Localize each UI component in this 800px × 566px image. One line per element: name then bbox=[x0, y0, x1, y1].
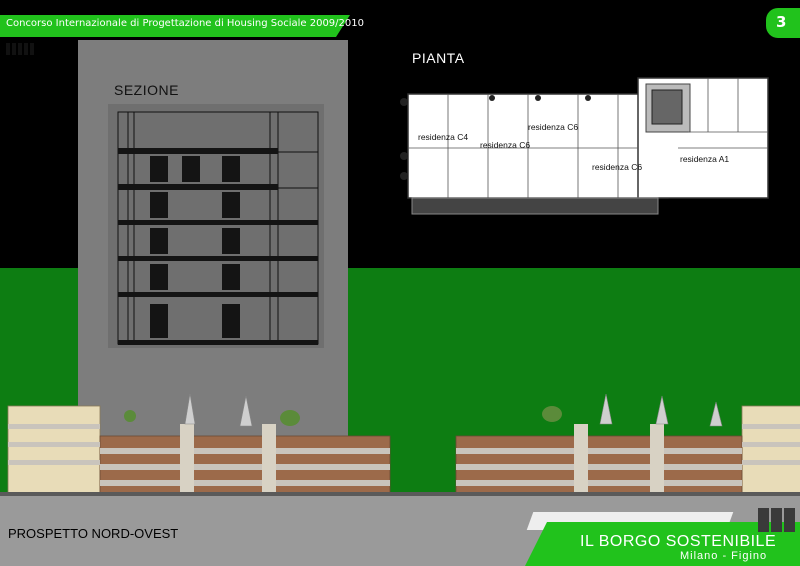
page-tab bbox=[766, 8, 800, 38]
decorative-bars-icon bbox=[6, 40, 36, 59]
decorative-bars-icon bbox=[758, 508, 797, 536]
plan-unit-label: residenza C4 bbox=[418, 132, 469, 142]
elevation-title: PROSPETTO NORD-OVEST bbox=[8, 526, 179, 541]
elevation-drawing bbox=[0, 393, 800, 496]
project-title: IL BORGO SOSTENIBILE bbox=[580, 533, 777, 550]
plan-unit-label: residenza C6 bbox=[528, 122, 579, 132]
plan-unit-label: residenza C6 bbox=[480, 140, 531, 150]
section-drawing bbox=[108, 104, 324, 348]
footer-banner bbox=[525, 522, 800, 566]
plan-unit-label: residenza C6 bbox=[592, 162, 643, 172]
plan-unit-label: residenza A1 bbox=[680, 154, 730, 164]
header-bar bbox=[0, 15, 350, 37]
project-location: Milano - Figino bbox=[680, 550, 768, 562]
header-title: Concorso Internazionale di Progettazione… bbox=[6, 18, 364, 29]
plan-title: PIANTA bbox=[412, 50, 465, 66]
floor-plan-drawing bbox=[388, 72, 778, 236]
section-title: SEZIONE bbox=[114, 82, 179, 98]
floor-plan: residenza C4 residenza C6 residenza C6 r… bbox=[388, 72, 778, 240]
page-number: 3 bbox=[776, 13, 787, 31]
